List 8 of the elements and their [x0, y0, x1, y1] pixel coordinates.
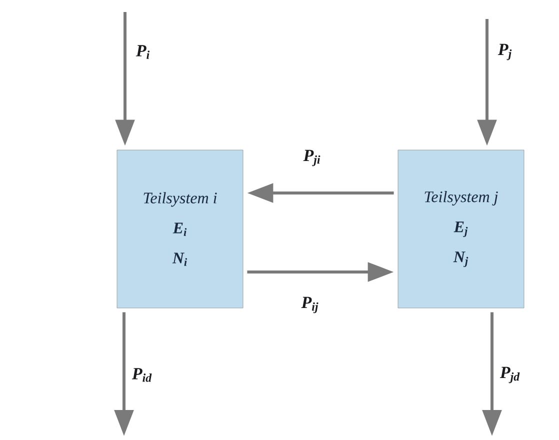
edge-label: P$_{j}$ — [496, 42, 514, 62]
edge-label: P$_{ji}$ — [302, 148, 322, 168]
edge-label: P$_{jd}$ — [498, 366, 522, 384]
subsystem-box: Teilsystem j E$_{j}$ N$_{j}$ — [398, 150, 524, 308]
edge-label: P$_{id}$ — [130, 367, 154, 383]
edge-label: P$_{ij}$ — [300, 296, 320, 314]
edge-label: P$_{i}$ — [134, 44, 152, 60]
subsystem-box: Teilsystem i E$_{i}$ N$_{i}$ — [116, 150, 244, 308]
